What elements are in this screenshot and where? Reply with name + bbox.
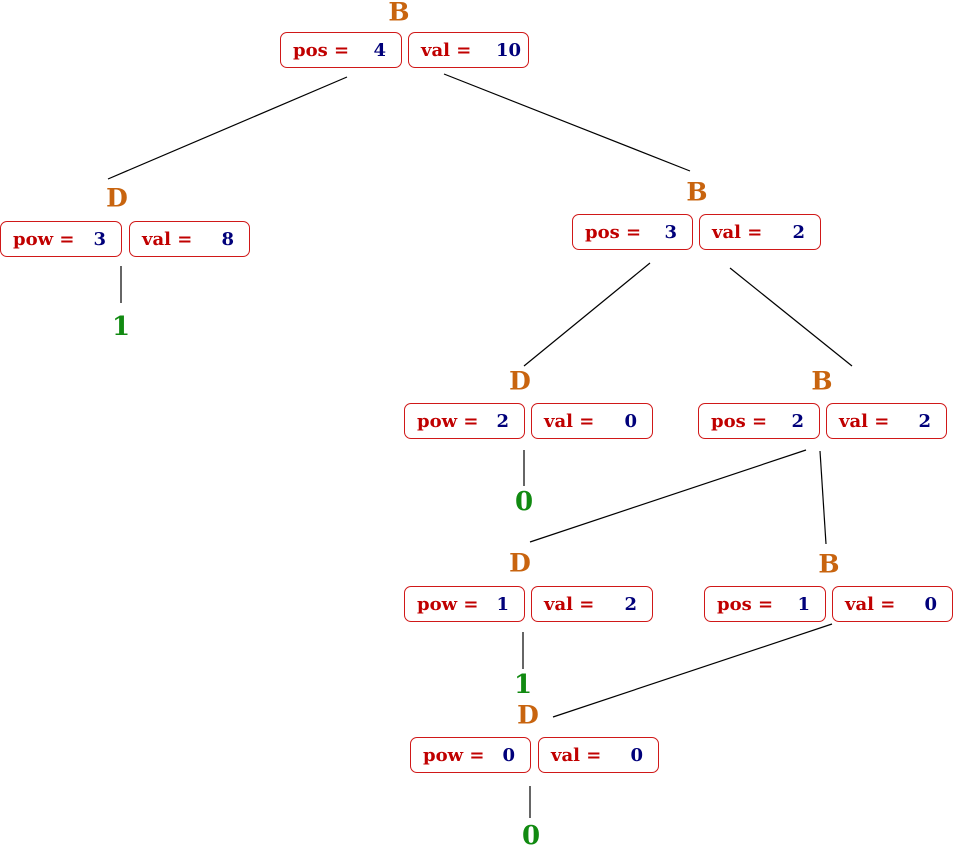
field-key: val = bbox=[845, 594, 896, 615]
field-value: 4 bbox=[373, 40, 386, 61]
edge-n1-n2 bbox=[107, 76, 348, 180]
node-field-box: pos = 1 bbox=[704, 586, 826, 622]
node-field-box: val = 8 bbox=[129, 221, 250, 257]
field-value: 2 bbox=[496, 411, 509, 432]
edge-n5-n6 bbox=[529, 449, 807, 543]
node-type-label: D bbox=[517, 700, 539, 730]
field-value: 8 bbox=[221, 229, 234, 250]
field-value: 1 bbox=[496, 594, 509, 615]
field-key: val = bbox=[544, 411, 595, 432]
field-key: pos = bbox=[711, 411, 768, 432]
node-type-label: D bbox=[509, 548, 531, 578]
field-key: pow = bbox=[417, 594, 479, 615]
field-value: 0 bbox=[630, 745, 643, 766]
field-key: pos = bbox=[585, 222, 642, 243]
node-field-box: pow = 2 bbox=[404, 403, 525, 439]
leaf-value-l3: 1 bbox=[513, 670, 533, 700]
edge-n5-n7 bbox=[819, 450, 827, 545]
node-field-box: val = 2 bbox=[826, 403, 947, 439]
field-value: 2 bbox=[791, 411, 804, 432]
node-type-label: D bbox=[106, 183, 128, 213]
field-key: val = bbox=[142, 229, 193, 250]
edge-n3-n5 bbox=[729, 267, 853, 367]
edge-n3-n4 bbox=[523, 262, 651, 367]
node-field-box: val = 0 bbox=[832, 586, 953, 622]
node-field-box: val = 10 bbox=[408, 32, 529, 68]
field-key: pos = bbox=[293, 40, 350, 61]
field-key: pow = bbox=[417, 411, 479, 432]
field-value: 3 bbox=[93, 229, 106, 250]
node-type-label: D bbox=[509, 366, 531, 396]
node-field-box: val = 0 bbox=[538, 737, 659, 773]
node-field-box: pos = 2 bbox=[698, 403, 820, 439]
node-field-box: pos = 3 bbox=[572, 214, 693, 250]
field-value: 2 bbox=[918, 411, 931, 432]
field-value: 2 bbox=[792, 222, 805, 243]
field-key: val = bbox=[712, 222, 763, 243]
field-key: val = bbox=[839, 411, 890, 432]
edge-n7-n8 bbox=[552, 623, 833, 718]
node-field-box: val = 2 bbox=[531, 586, 653, 622]
node-type-label: B bbox=[388, 0, 410, 27]
field-value: 0 bbox=[624, 411, 637, 432]
field-key: val = bbox=[544, 594, 595, 615]
field-key: val = bbox=[421, 40, 472, 61]
node-type-label: B bbox=[811, 366, 833, 396]
node-field-box: pos = 4 bbox=[280, 32, 402, 68]
field-value: 0 bbox=[924, 594, 937, 615]
node-field-box: val = 2 bbox=[699, 214, 821, 250]
field-value: 10 bbox=[495, 40, 521, 61]
leaf-value-l2: 0 bbox=[514, 487, 534, 517]
node-field-box: val = 0 bbox=[531, 403, 653, 439]
edge-n1-n3 bbox=[443, 73, 691, 172]
field-key: val = bbox=[551, 745, 602, 766]
node-type-label: B bbox=[818, 549, 840, 579]
field-key: pos = bbox=[717, 594, 774, 615]
field-value: 0 bbox=[502, 745, 515, 766]
field-value: 2 bbox=[624, 594, 637, 615]
field-key: pow = bbox=[13, 229, 75, 250]
node-field-box: pow = 0 bbox=[410, 737, 531, 773]
node-type-label: B bbox=[686, 177, 708, 207]
node-field-box: pow = 1 bbox=[404, 586, 525, 622]
field-value: 3 bbox=[664, 222, 677, 243]
node-field-box: pow = 3 bbox=[0, 221, 122, 257]
field-key: pow = bbox=[423, 745, 485, 766]
leaf-value-l4: 0 bbox=[521, 821, 541, 851]
field-value: 1 bbox=[797, 594, 810, 615]
leaf-value-l1: 1 bbox=[111, 312, 131, 342]
